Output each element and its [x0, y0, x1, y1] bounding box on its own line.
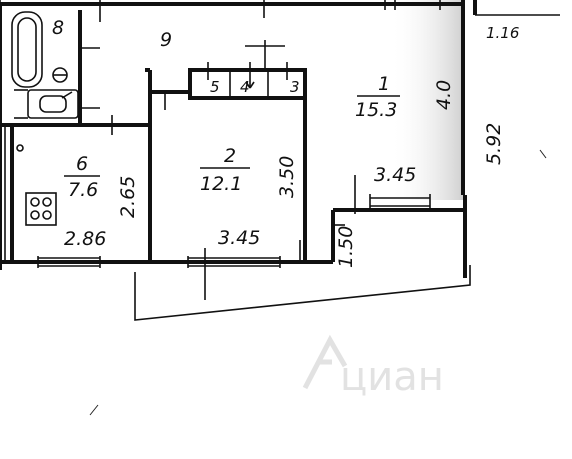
room-9-label: 9: [160, 29, 172, 51]
room-2-number: 2: [224, 145, 236, 167]
closet-5-label: 5: [210, 78, 220, 96]
room-2-walls: [145, 68, 307, 300]
room-2-area: 12.1: [200, 173, 242, 195]
room-6-area: 7.6: [68, 179, 98, 201]
stray-marks: [89, 149, 547, 416]
dim-1-16: 1.16: [486, 24, 519, 42]
watermark-text: циан: [340, 354, 444, 400]
room-1-number: 1: [378, 73, 390, 95]
dim-1-50: 1.50: [335, 226, 357, 268]
dimension-labels: 1.16 4.0 5.92 3.45 3.50 3.45 1.50 2.65 2…: [64, 24, 519, 268]
bathroom: [0, 10, 150, 127]
top-strip: [0, 0, 441, 22]
room-6-number: 6: [76, 153, 88, 175]
dim-3-45-right: 3.45: [374, 164, 416, 186]
dim-4-0: 4.0: [433, 80, 455, 110]
room-8-label: 8: [52, 17, 64, 39]
closet-4-label: 4: [240, 78, 250, 96]
dim-2-65: 2.65: [117, 176, 139, 218]
dim-2-86: 2.86: [64, 228, 106, 250]
closets: [188, 62, 307, 100]
stove-icon: [25, 192, 57, 226]
dim-3-45-bottom: 3.45: [218, 227, 260, 249]
closet-3-label: 3: [290, 78, 300, 96]
sink: [27, 89, 79, 119]
kitchen: [4, 125, 101, 268]
watermark: циан: [302, 334, 444, 400]
bathtub: [11, 11, 43, 88]
room-labels: 8 9 5 3 4 1 15.3 2 12.1 6 7.6: [52, 17, 400, 201]
dim-5-92: 5.92: [483, 123, 505, 165]
room-1-openings: [333, 175, 431, 226]
corridor-ticks: [80, 40, 285, 135]
dim-3-50: 3.50: [276, 156, 298, 198]
scan-shadow: [390, 0, 465, 200]
room-1-area: 15.3: [355, 99, 397, 121]
balcony: [134, 265, 471, 321]
